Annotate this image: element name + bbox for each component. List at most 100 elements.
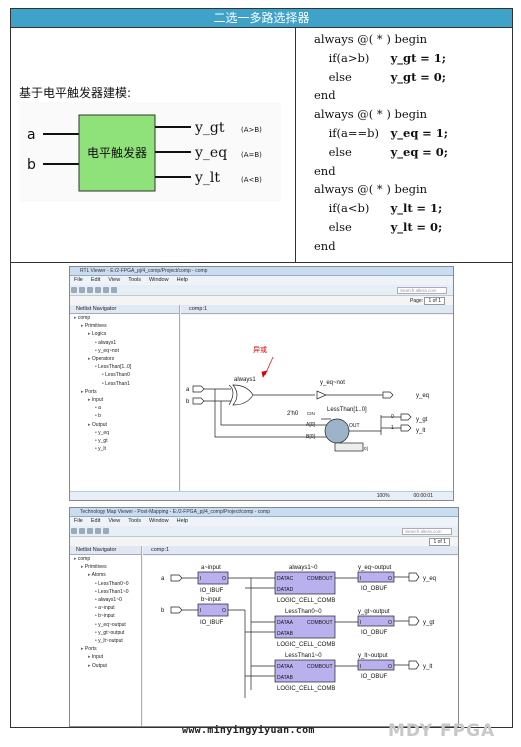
menu-item[interactable]: Tools [128, 277, 142, 283]
tech-page-selector[interactable]: 1 of 1 [429, 538, 450, 546]
menu-item[interactable]: File [74, 277, 83, 283]
tree-node[interactable]: • y_lt [95, 446, 106, 453]
node-icon: • [95, 580, 99, 587]
tree-node[interactable]: ▸ Logics [88, 331, 107, 338]
tree-node[interactable]: ▸ Ports [81, 646, 97, 653]
tech-obuf0-port: y_eq [423, 576, 436, 582]
tree-node[interactable]: • b [95, 413, 101, 420]
menu-item[interactable]: Help [176, 518, 188, 524]
tree-node[interactable]: ▸ Primitives [81, 323, 107, 330]
menu-item[interactable]: Edit [90, 518, 101, 524]
rtl-search-input[interactable]: Search altera.com [397, 287, 447, 294]
node-icon: • [95, 638, 99, 645]
tree-node[interactable]: ▸ Primitives [81, 564, 107, 571]
tech-cell1-type: LOGIC_CELL_COMB [277, 642, 335, 648]
tree-node[interactable]: • y_lt~output [95, 638, 123, 645]
tree-node[interactable]: ▸ Ports [81, 388, 97, 395]
select-icon[interactable] [87, 287, 93, 293]
fit-icon[interactable] [79, 287, 85, 293]
rtl-cmp-const: 2'h0 [287, 411, 299, 417]
tech-obuf1-port: y_gt [423, 620, 435, 626]
folder-icon: ▸ [81, 564, 85, 571]
tree-node[interactable]: • always1 [95, 339, 117, 346]
tree-node[interactable]: • LessThan1~0 [95, 588, 129, 595]
folder-icon: ▸ [74, 315, 78, 321]
tech-search-input[interactable]: Search altera.com [402, 528, 452, 535]
fit-icon[interactable] [79, 528, 85, 534]
tree-node[interactable]: ▸ comp [74, 556, 91, 562]
tech-tree: ▸ comp▸ Primitives▸ Atoms• LessThan0~0• … [70, 555, 141, 670]
menu-item[interactable]: Edit [90, 277, 101, 283]
rtl-inv-label: y_eq~not [320, 380, 345, 386]
zoom-icon[interactable] [71, 287, 77, 293]
rtl-menubar: File Edit View Tools Window Help [70, 276, 453, 285]
find-icon[interactable] [103, 287, 109, 293]
zoom-icon[interactable] [71, 528, 77, 534]
tech-obuf2-out: O [388, 664, 392, 670]
rtl-out-lt-label: y_lt [416, 428, 426, 434]
output-lt-label: y_lt [194, 170, 220, 186]
node-icon: • [95, 613, 99, 620]
tree-node[interactable]: • LessThan[1..0] [95, 364, 132, 371]
tree-node[interactable]: • y_gt [95, 438, 108, 445]
menu-item[interactable]: View [108, 277, 121, 283]
tech-cell1-out: COMBOUT [307, 620, 333, 626]
tech-obuf2-type: IO_OBUF [361, 674, 388, 680]
tree-node[interactable]: • a [95, 405, 101, 412]
menu-item[interactable]: Window [149, 277, 169, 283]
tech-cell2-name: LessThan1~0 [285, 653, 322, 659]
tech-window-title: Technology Map Viewer - Post-Mapping - E… [70, 508, 458, 517]
tech-cell1-name: LessThan0~0 [285, 609, 322, 615]
tree-node[interactable]: ▸ Input [88, 397, 104, 404]
rtl-tab-comp[interactable]: comp:1 [181, 305, 453, 314]
folder-icon: ▸ [88, 662, 92, 669]
rtl-window-title: RTL Viewer - E:/2-FPGA_pj/4_comp/Project… [70, 267, 453, 276]
page-title: 二选一多路选择器 [11, 9, 512, 28]
select-icon[interactable] [87, 528, 93, 534]
rtl-tree: ▸ comp▸ Primitives▸ Logics• always1• y_e… [70, 314, 179, 453]
tech-schematic: a b a~input b~input IO_IBUF IO_IBUF I O … [143, 556, 458, 726]
pan-icon[interactable] [95, 287, 101, 293]
tree-node[interactable]: ▸ Output [88, 662, 107, 669]
menu-item[interactable]: Help [176, 277, 188, 283]
tree-node[interactable]: • LessThan0 [102, 372, 130, 379]
tech-obuf0-pin: I [360, 576, 361, 582]
tree-node[interactable]: ▸ Output [88, 421, 107, 428]
tree-node[interactable]: ▸ Input [88, 654, 104, 661]
tech-tab-comp[interactable]: comp:1 [143, 546, 458, 555]
find-icon[interactable] [103, 528, 109, 534]
tree-node[interactable]: • y_gt~output [95, 629, 125, 636]
tree-node[interactable]: • y_eq~output [95, 621, 126, 628]
tree-node[interactable]: • y_eq~not [95, 347, 119, 354]
tree-node[interactable]: • LessThan0~0 [95, 580, 129, 587]
print-icon[interactable] [111, 287, 117, 293]
tree-node[interactable]: • b~input [95, 613, 115, 620]
tech-menubar: File Edit View Tools Window Help [70, 517, 458, 526]
node-icon: • [95, 446, 99, 453]
folder-icon: ▸ [88, 654, 92, 661]
tree-node[interactable]: ▸ Operators [88, 356, 115, 363]
node-icon: • [102, 380, 106, 387]
tree-node[interactable]: ▸ comp [74, 315, 91, 321]
rtl-page-selector[interactable]: Page: 1 of 1 [410, 297, 445, 305]
tech-cell0-out: COMBOUT [307, 576, 333, 582]
menu-item[interactable]: Window [149, 518, 169, 524]
tech-ibuf-b-type: IO_IBUF [200, 620, 224, 626]
tree-node[interactable]: • a~input [95, 605, 115, 612]
tree-node[interactable]: • y_eq [95, 429, 109, 436]
menu-item[interactable]: File [74, 518, 83, 524]
rtl-viewer-window: RTL Viewer - E:/2-FPGA_pj/4_comp/Project… [69, 266, 454, 501]
footer-url: www.minyingyiyuan.com [182, 725, 315, 736]
node-icon: • [95, 438, 99, 445]
folder-icon: ▸ [88, 331, 92, 338]
tree-node[interactable]: • LessThan1 [102, 380, 130, 387]
tree-node[interactable]: ▸ Atoms [88, 572, 106, 579]
tree-node[interactable]: • always1~0 [95, 597, 122, 604]
tech-obuf1-out: O [388, 620, 392, 626]
tech-ibuf-b-pin-o: O [222, 608, 226, 614]
node-icon: • [95, 629, 99, 636]
menu-item[interactable]: Tools [128, 518, 142, 524]
menu-item[interactable]: View [108, 518, 121, 524]
pan-icon[interactable] [95, 528, 101, 534]
